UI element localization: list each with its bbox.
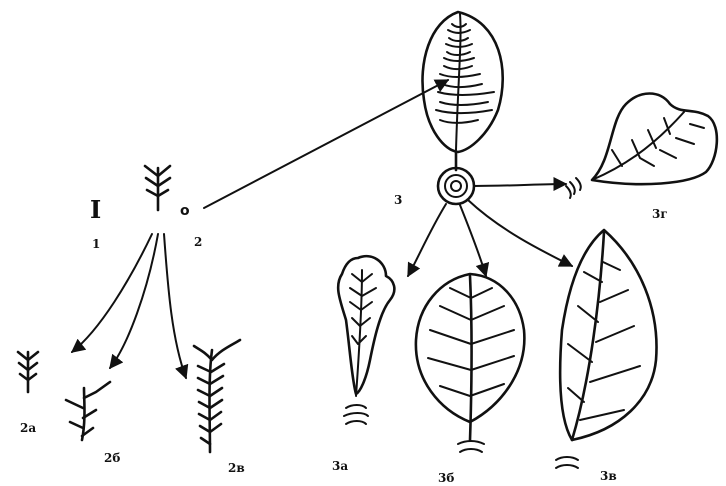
arrow-3-to-3v [468, 200, 572, 266]
arrow-3-to-3g [474, 184, 566, 186]
label-2a: 2а [20, 421, 36, 435]
sprout-2v [194, 340, 240, 452]
arrow-2-to-3-leaf [204, 80, 448, 208]
arrow-3-to-3a [408, 204, 446, 276]
leaf-3b [416, 274, 524, 452]
bud-circle-3 [438, 168, 474, 204]
arrow-2-to-2v [164, 234, 186, 378]
leaf-3a [338, 256, 394, 424]
sprout-2 [145, 166, 170, 210]
label-2b: 2б [104, 451, 120, 465]
sprout-2b [66, 382, 110, 440]
roman-one-glyph: I [90, 195, 101, 224]
label-2: 2 [194, 235, 202, 249]
arrow-3-to-3b [460, 205, 486, 276]
arrow-2-to-2a [72, 234, 152, 352]
leaf-3g [566, 94, 717, 199]
label-3: 3 [394, 193, 402, 207]
label-3a: 3а [332, 459, 348, 473]
label-3g: 3г [652, 207, 668, 221]
small-o-glyph: o [180, 203, 190, 219]
sprout-2a [18, 352, 38, 392]
label-1: 1 [92, 237, 100, 251]
label-3b: 3б [438, 471, 454, 485]
label-2v: 2в [228, 461, 245, 475]
leaf-3-top [422, 12, 502, 152]
label-3v: 3в [600, 469, 617, 483]
arrow-2-to-2b [110, 234, 158, 368]
